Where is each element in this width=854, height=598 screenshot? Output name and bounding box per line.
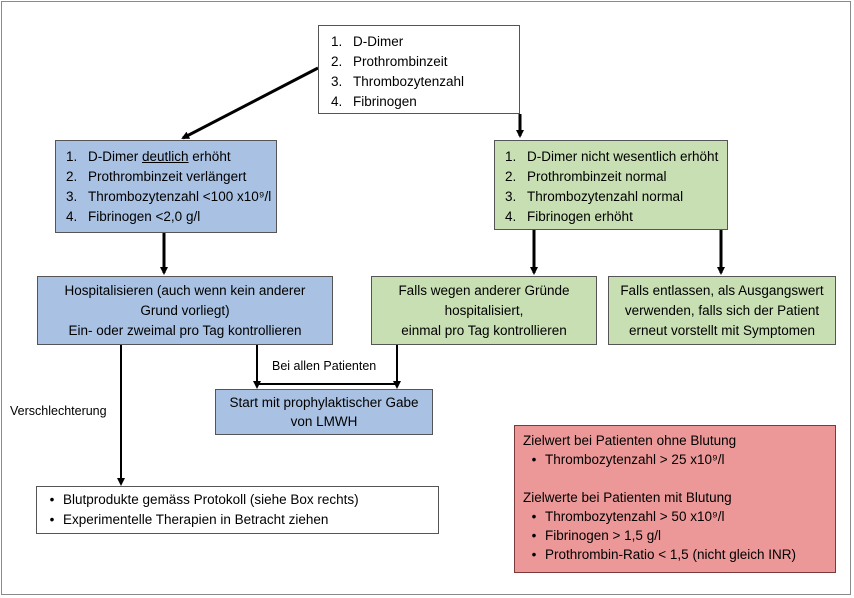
list-item: 1.D-Dimer [331, 34, 404, 49]
list-item: •Blutprodukte gemäss Protokoll (siehe Bo… [41, 490, 438, 510]
other-reasons-box: Falls wegen anderer Gründe hospitalisier… [371, 276, 597, 345]
list-item: 4.Fibrinogen <2,0 g/l [66, 209, 201, 224]
target-list-no-bleeding: •Thrombozytenzahl > 25 x10⁹/l [523, 450, 835, 469]
target-values-box: Zielwert bei Patienten ohne Blutung •Thr… [514, 425, 836, 573]
deterioration-label: Verschlechterung [10, 404, 107, 418]
bullet-icon: • [531, 452, 537, 467]
list-item: 1. D-Dimer deutlich erhöht [66, 149, 231, 164]
target-heading-no-bleeding: Zielwert bei Patienten ohne Blutung [523, 433, 737, 448]
list-item: •Thrombozytenzahl > 25 x10⁹/l [523, 450, 835, 469]
bullet-icon: • [49, 512, 55, 527]
list-item: 3.Thrombozytenzahl <100 x10⁹/l [66, 189, 272, 204]
bullet-icon: • [531, 547, 537, 562]
dic-criteria-box: 1. D-Dimer deutlich erhöht 2.Prothrombin… [55, 140, 277, 233]
target-list-bleeding: •Thrombozytenzahl > 50 x10⁹/l•Fibrinogen… [523, 507, 835, 564]
blood-products-box: •Blutprodukte gemäss Protokoll (siehe Bo… [36, 486, 439, 534]
bullet-icon: • [531, 528, 537, 543]
list-item: 4.Fibrinogen [331, 94, 417, 109]
normal-criteria-list: 1.D-Dimer nicht wesentlich erhöht 2.Proth… [505, 147, 727, 227]
dic-criteria-list: 1. D-Dimer deutlich erhöht [66, 147, 276, 167]
list-item: 2.Prothrombinzeit normal [505, 169, 667, 184]
list-item: •Thrombozytenzahl > 50 x10⁹/l [523, 507, 835, 526]
list-item: 4.Fibrinogen erhöht [505, 209, 633, 224]
list-item: 2.Prothrombinzeit verlängert [66, 169, 247, 184]
arrow-top-to-left [181, 66, 319, 140]
target-heading-bleeding: Zielwerte bei Patienten mit Blutung [523, 490, 732, 505]
test-list-box: 1.D-Dimer 2.Prothrombinzeit 3.Thrombozyten… [318, 25, 520, 114]
list-item: •Fibrinogen > 1,5 g/l [523, 526, 835, 545]
dic-criteria-list-rest: 2.Prothrombinzeit verlängert 3.Thrombozyt… [66, 167, 276, 227]
lmwh-box: Start mit prophylaktischer Gabe von LMWH [215, 389, 433, 435]
list-item: 3.Thrombozytenzahl normal [505, 189, 684, 204]
blood-products-list: •Blutprodukte gemäss Protokoll (siehe Bo… [41, 490, 438, 530]
list-item: 2.Prothrombinzeit [331, 54, 448, 69]
list-item: •Prothrombin-Ratio < 1,5 (nicht gleich I… [523, 545, 835, 564]
test-list: 1.D-Dimer 2.Prothrombinzeit 3.Thrombozyten… [331, 32, 519, 112]
list-item: •Experimentelle Therapien in Betracht zi… [41, 510, 438, 530]
normal-criteria-box: 1.D-Dimer nicht wesentlich erhöht 2.Proth… [494, 140, 728, 230]
discharged-box: Falls entlassen, als Ausgangswert verwen… [608, 276, 836, 345]
all-patients-label: Bei allen Patienten [272, 359, 377, 373]
hospitalize-box: Hospitalisieren (auch wenn kein anderer … [37, 276, 333, 345]
bullet-icon: • [49, 492, 55, 507]
list-item: 1.D-Dimer nicht wesentlich erhöht [505, 149, 719, 164]
list-item: 3.Thrombozytenzahl [331, 74, 465, 89]
bullet-icon: • [531, 509, 537, 524]
